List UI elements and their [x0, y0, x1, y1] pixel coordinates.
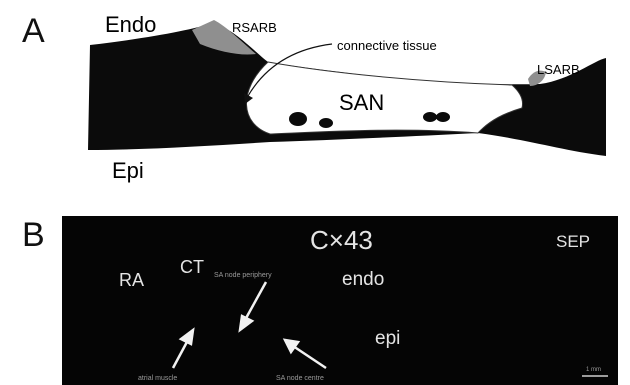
scale-bar-label: 1 mm	[586, 367, 601, 373]
atrial-muscle-arrow	[173, 340, 188, 368]
epi-label: Epi	[112, 160, 144, 182]
artery-dot	[436, 112, 450, 122]
panel-a-diagram: Endo RSARB connective tissue LSARB SAN E…	[0, 0, 630, 200]
cx43-micrograph: C×43 SEP RA CT SA node periphery endo ep…	[62, 216, 618, 385]
ct-label: CT	[180, 258, 204, 276]
san-region	[246, 62, 522, 134]
epi-micrograph-label: epi	[375, 329, 400, 348]
centre-arrowhead	[285, 340, 298, 352]
endo-micrograph-label: endo	[342, 270, 384, 289]
sa-node-centre-label: SA node centre	[276, 375, 324, 382]
san-label: SAN	[339, 92, 384, 114]
ra-label: RA	[119, 271, 144, 289]
sa-node-periphery-label: SA node periphery	[214, 272, 272, 279]
atrial-muscle-label: atrial muscle	[138, 375, 177, 382]
sep-label: SEP	[556, 233, 590, 250]
connective-tissue-label: connective tissue	[337, 39, 437, 52]
centre-arrow	[293, 346, 326, 368]
artery-dot	[423, 112, 437, 122]
endo-label: Endo	[105, 14, 156, 36]
lsarb-label: LSARB	[537, 63, 580, 76]
panel-b-letter: B	[22, 218, 45, 252]
atrial-muscle-arrowhead	[181, 330, 193, 344]
rsarb-label: RSARB	[232, 21, 277, 34]
periphery-arrow	[245, 282, 266, 320]
artery-dot	[319, 118, 333, 128]
cx43-title: C×43	[310, 227, 373, 253]
sinoatrial-node-schematic	[0, 0, 630, 200]
artery-dot	[289, 112, 307, 126]
periphery-arrowhead	[240, 316, 252, 330]
